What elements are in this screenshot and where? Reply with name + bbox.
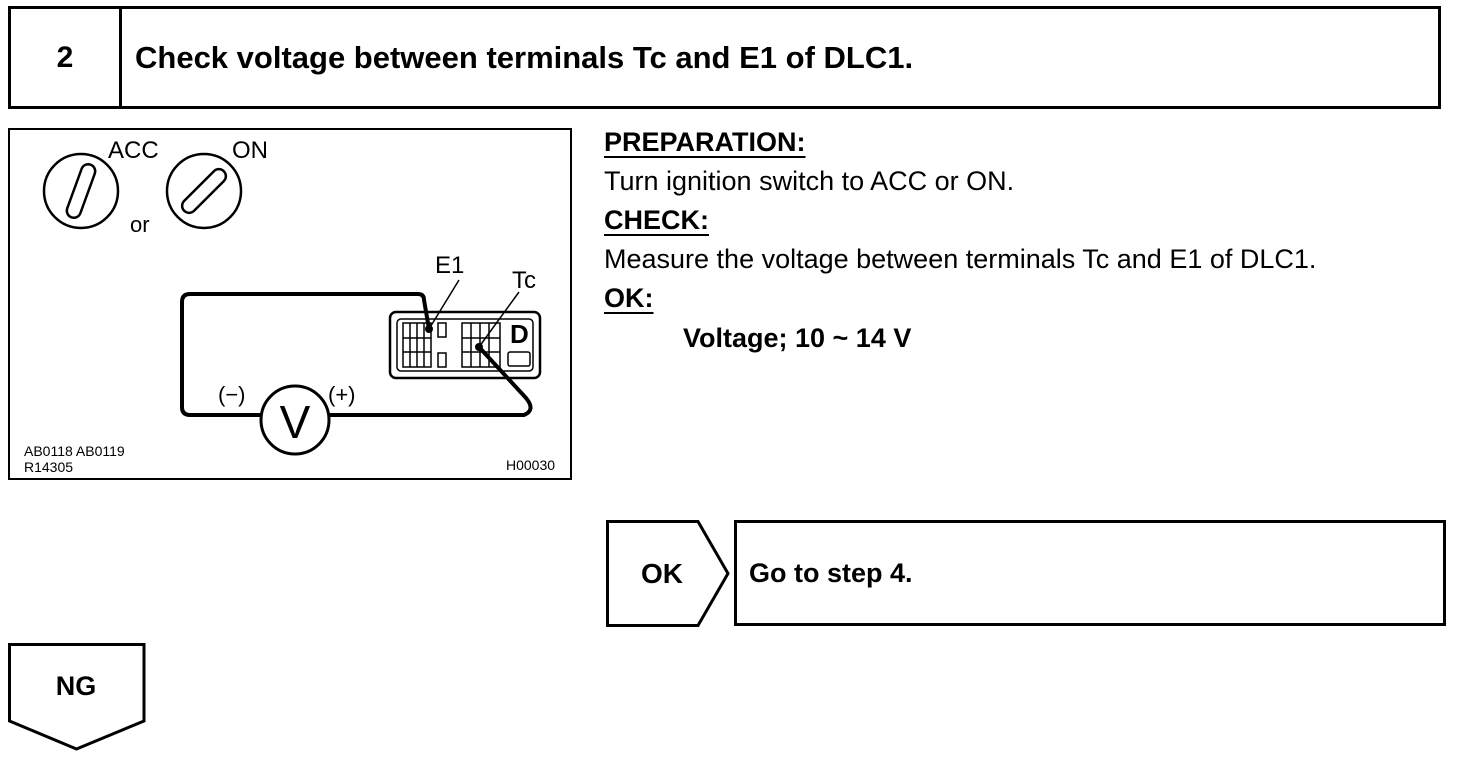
figure-code-3: H00030: [506, 457, 555, 473]
preparation-text: Turn ignition switch to ACC or ON.: [604, 166, 1015, 196]
check-heading: CHECK:: [604, 205, 709, 235]
illustration-svg: ACC ON or: [24, 137, 555, 475]
ng-result-arrow: NG: [8, 643, 148, 758]
minus-label: (−): [218, 382, 246, 407]
or-label: or: [130, 212, 150, 237]
connector-d-label: D: [510, 319, 529, 349]
ok-result-arrow: OK: [606, 520, 732, 632]
acc-label: ACC: [108, 137, 159, 164]
tc-label: Tc: [512, 267, 536, 294]
e1-label: E1: [435, 252, 464, 279]
ignition-key-acc-icon: [42, 152, 120, 230]
ng-result-label: NG: [56, 671, 97, 701]
wiring-illustration: ACC ON or: [8, 128, 572, 480]
ok-heading: OK:: [604, 283, 654, 313]
negative-wire: [180, 292, 431, 417]
ignition-key-on-icon: [165, 152, 243, 230]
figure-code-1: AB0118 AB0119: [24, 443, 125, 459]
plus-label: (+): [328, 382, 356, 407]
e1-leader-line: [428, 279, 460, 330]
voltmeter-symbol: V: [280, 396, 311, 448]
step-title: Check voltage between terminals Tc and E…: [135, 39, 914, 75]
check-text: Measure the voltage between terminals Tc…: [604, 244, 1317, 274]
ok-action-box: Go to step 4.: [734, 520, 1446, 626]
positive-wire: [326, 345, 533, 417]
ok-result-label: OK: [641, 558, 683, 589]
tc-leader-line: [478, 291, 520, 348]
ok-spec: Voltage; 10 ~ 14 V: [683, 323, 912, 353]
step-number: 2: [11, 9, 122, 106]
preparation-heading: PREPARATION:: [604, 127, 806, 157]
step-header: 2 Check voltage between terminals Tc and…: [8, 6, 1441, 109]
ok-action-text: Go to step 4.: [749, 557, 913, 588]
figure-code-2: R14305: [24, 459, 73, 475]
dlc1-connector-icon: D: [388, 310, 542, 380]
on-label: ON: [232, 137, 268, 164]
procedure-text: PREPARATION: Turn ignition switch to ACC…: [604, 123, 1454, 358]
voltmeter-icon: V: [259, 384, 331, 456]
